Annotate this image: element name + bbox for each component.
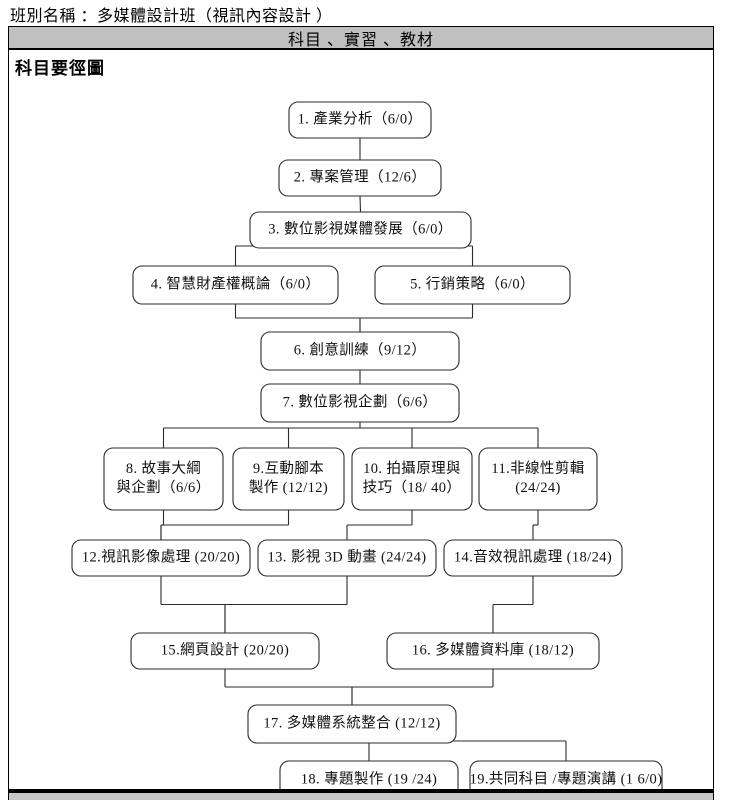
flow-node-label: 15.網頁設計 (20/20)	[161, 641, 289, 658]
flow-node-label: 10. 拍攝原理與	[363, 460, 461, 477]
flow-node-label: 8. 故事大綱	[126, 460, 201, 477]
flow-node-label: 16. 多媒體資料庫 (18/12)	[412, 641, 574, 658]
flow-node-4[interactable]: 4. 智慧財產權概論（6/0）	[132, 265, 339, 305]
flow-node-label: 18. 專題製作 (19 /24)	[301, 770, 438, 787]
class-name-caption: 班別名稱 ：多媒體設計班（視訊內容設計 ）	[10, 8, 333, 25]
flow-node-5[interactable]: 5. 行銷策略（6/0）	[374, 265, 571, 305]
flow-node-box	[71, 539, 251, 577]
flow-node-label: 5. 行銷策略（6/0）	[410, 275, 535, 292]
flow-node-17[interactable]: 17. 多媒體系統整合 (12/12)	[247, 704, 457, 744]
flow-node-3[interactable]: 3. 數位影視媒體發展（6/0）	[249, 211, 472, 249]
flow-node-box	[103, 447, 224, 511]
flow-node-box	[257, 539, 437, 577]
flow-node-6[interactable]: 6. 創意訓練（9/12）	[260, 331, 460, 371]
flow-node-label: 製作 (12/12)	[249, 479, 328, 496]
flow-node-19[interactable]: 19.共同科目 /專題演講 (1 6/0)	[469, 760, 663, 789]
flow-node-18[interactable]: 18. 專題製作 (19 /24)	[279, 760, 459, 789]
flow-node-box	[130, 632, 320, 670]
flow-node-label: 與企劃（6/6）	[116, 478, 210, 496]
flow-node-box	[249, 211, 472, 249]
flow-node-box	[386, 632, 600, 670]
flow-node-box	[247, 704, 457, 744]
flow-node-1[interactable]: 1. 產業分析（6/0）	[288, 101, 432, 139]
flow-node-11[interactable]: 11.非線性剪輯 (24/24)	[478, 447, 598, 511]
flow-node-box	[469, 760, 663, 789]
subjects-table: 科目 、實習 、教材 科目要徑圖 1. 產業分析（6/0） 2. 專案管理（12/…	[8, 26, 714, 790]
flow-node-box	[351, 447, 473, 511]
flow-node-box	[279, 760, 459, 789]
flow-node-16[interactable]: 16. 多媒體資料庫 (18/12)	[386, 632, 600, 670]
flow-node-12[interactable]: 12.視訊影像處理 (20/20)	[71, 539, 251, 577]
flow-node-7[interactable]: 7. 數位影視企劃（6/6）	[260, 383, 460, 423]
flow-node-box	[132, 265, 339, 305]
flow-node-box	[260, 383, 460, 423]
flow-node-label: 6. 創意訓練（9/12）	[294, 340, 426, 358]
table-header-cell: 科目 、實習 、教材	[9, 27, 713, 50]
flow-node-14[interactable]: 14.音效視訊處理 (18/24)	[443, 539, 623, 577]
flow-node-label: 14.音效視訊處理 (18/24)	[454, 548, 612, 565]
flow-node-box	[443, 539, 623, 577]
table-body-cell: 科目要徑圖 1. 產業分析（6/0） 2. 專案管理（12/6） 3. 數位影視媒體…	[9, 50, 713, 789]
flow-node-label: 19.共同科目 /專題演講 (1 6/0)	[470, 770, 663, 787]
flow-node-13[interactable]: 13. 影視 3D 動畫 (24/24)	[257, 539, 437, 577]
flow-node-label: 4. 智慧財產權概論（6/0）	[151, 275, 321, 292]
flow-node-label: 1. 產業分析（6/0）	[298, 110, 423, 127]
node-layer: 1. 產業分析（6/0） 2. 專案管理（12/6） 3. 數位影視媒體發展（6/0…	[71, 101, 663, 789]
flow-node-label: 9.互動腳本	[253, 460, 324, 477]
flow-node-label: 11.非線性剪輯	[491, 459, 584, 477]
flow-node-label: 13. 影視 3D 動畫 (24/24)	[267, 548, 426, 565]
course-path-flowchart: 1. 產業分析（6/0） 2. 專案管理（12/6） 3. 數位影視媒體發展（6/0…	[71, 101, 663, 789]
table-next-row	[8, 790, 714, 800]
flow-node-box	[232, 447, 345, 511]
flow-node-box	[288, 101, 432, 139]
flow-node-box	[374, 265, 571, 305]
flow-node-label: 2. 專案管理（12/6）	[294, 167, 426, 185]
flow-node-15[interactable]: 15.網頁設計 (20/20)	[130, 632, 320, 670]
flow-node-box	[478, 447, 598, 511]
connector-n2-n3	[359, 195, 362, 213]
flow-node-label: 12.視訊影像處理 (20/20)	[82, 548, 240, 565]
flow-node-box	[278, 159, 442, 197]
flow-node-label: (24/24)	[515, 480, 561, 496]
flow-node-label: 3. 數位影視媒體發展（6/0）	[268, 220, 452, 237]
flow-node-label: 17. 多媒體系統整合 (12/12)	[263, 714, 440, 731]
flow-node-label: 7. 數位影視企劃（6/6）	[283, 392, 438, 410]
page-title: 科目要徑圖	[15, 59, 105, 78]
flow-node-box	[260, 331, 460, 371]
flow-node-label: 技巧（18/ 40）	[363, 479, 462, 496]
flow-node-2[interactable]: 2. 專案管理（12/6）	[278, 159, 442, 197]
